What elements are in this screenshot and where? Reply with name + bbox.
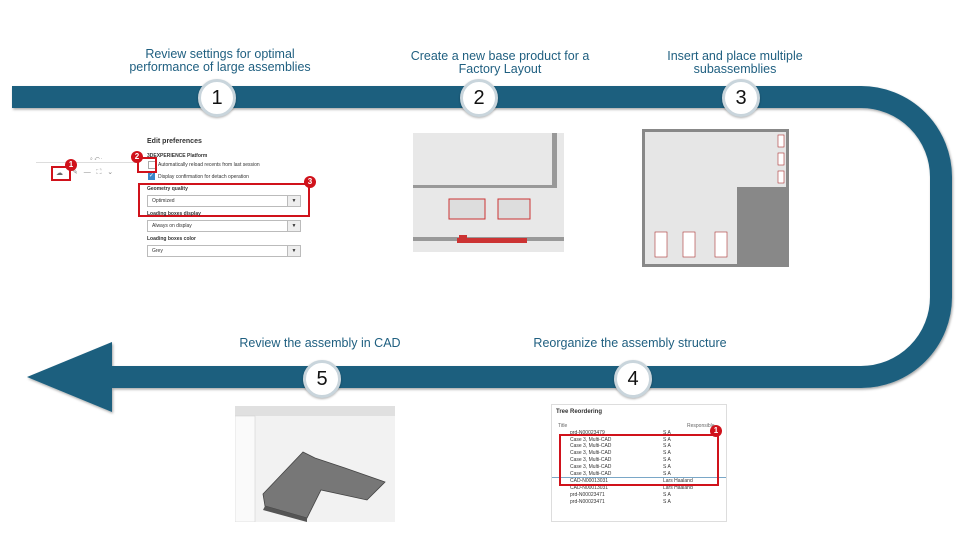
- table-row[interactable]: Case 3, Multi-CAD S A: [552, 471, 726, 479]
- row-responsible: S A: [663, 429, 671, 436]
- table-row[interactable]: prd-N00023479 S A: [552, 430, 726, 437]
- step-1-marker: 1: [198, 79, 236, 117]
- subassemblies-layout-screenshot: [642, 129, 789, 267]
- row-responsible: S A: [663, 463, 671, 470]
- detach-label: Display confirmation for detach operatio…: [158, 174, 249, 180]
- row-responsible: Lars Haaland: [663, 478, 693, 485]
- loading-display-select[interactable]: Always on display▼: [147, 220, 301, 232]
- row-title: prd-N00023471: [570, 491, 605, 498]
- table-row[interactable]: Case 3, Multi-CAD S A: [552, 443, 726, 450]
- callout-badge: 1: [710, 425, 722, 437]
- loading-display-label: Loading boxes display: [147, 211, 201, 217]
- row-title: Case 3, Multi-CAD: [570, 436, 612, 443]
- row-responsible: S A: [663, 470, 671, 477]
- callout-badge: 1: [65, 159, 77, 171]
- cad-review-screenshot: [235, 406, 395, 522]
- table-row[interactable]: Case 3, Multi-CAD S A: [552, 450, 726, 457]
- step-4-title: Reorganize the assembly structure: [533, 336, 727, 350]
- row-responsible: S A: [663, 450, 671, 457]
- callout-badge: 2: [131, 151, 143, 163]
- row-title: prd-N00023479: [570, 429, 605, 436]
- table-row[interactable]: CAD-N00013031 Lars Haaland: [552, 478, 726, 485]
- step-2-title: Create a new base product for a Factory …: [410, 49, 590, 76]
- step-3-marker: 3: [722, 79, 760, 117]
- table-row[interactable]: prd-N00023471 S A: [552, 492, 726, 499]
- row-responsible: S A: [663, 456, 671, 463]
- row-responsible: Lars Haaland: [663, 485, 693, 492]
- table-row[interactable]: Case 3, Multi-CAD S A: [552, 437, 726, 444]
- step-5-title: Review the assembly in CAD: [239, 336, 401, 350]
- step-4-marker: 4: [614, 360, 652, 398]
- loading-color-label: Loading boxes color: [147, 236, 196, 242]
- cloud-icon: ☁: [56, 170, 63, 177]
- table-row[interactable]: Case 3, Multi-CAD S A: [552, 457, 726, 464]
- row-responsible: S A: [663, 498, 671, 505]
- step-3-title: Insert and place multiple subassemblies: [667, 49, 803, 76]
- tree-heading: Tree Reordering: [556, 409, 603, 415]
- geometry-quality-select[interactable]: Optimized▼: [147, 195, 301, 207]
- column-responsible: Responsible: [687, 423, 715, 429]
- row-title: CAD-N00013031: [570, 478, 609, 485]
- table-row[interactable]: CAD-N00013031 Lars Haaland: [552, 485, 726, 492]
- toolbar-screenshot: ⌕ ↶ · ☁ ✎ — ⛶ ⌄ 1: [36, 155, 136, 185]
- row-title: prd-N00023471: [570, 498, 605, 505]
- row-title: CAD-N00013031: [570, 485, 609, 492]
- loading-color-select[interactable]: Grey▼: [147, 245, 301, 257]
- row-title: Case 3, Multi-CAD: [570, 456, 612, 463]
- detach-checkbox[interactable]: ✓: [148, 173, 155, 180]
- prefs-heading: Edit preferences: [147, 138, 202, 145]
- row-title: Case 3, Multi-CAD: [570, 443, 612, 450]
- callout-badge: 3: [304, 176, 316, 188]
- row-title: Case 3, Multi-CAD: [570, 450, 612, 457]
- tree-reordering-screenshot: Tree Reordering Title Responsible prd-N00…: [551, 404, 727, 522]
- reload-label: Automatically reload recents from last s…: [158, 162, 260, 168]
- table-row[interactable]: prd-N00023471 S A: [552, 499, 726, 506]
- geometry-label: Geometry quality: [147, 186, 188, 192]
- step-2-marker: 2: [460, 79, 498, 117]
- edit-preferences-screenshot: Edit preferences 3DEXPERIENCE Platform A…: [131, 135, 316, 257]
- factory-layout-screenshot: [413, 133, 564, 252]
- row-title: Case 3, Multi-CAD: [570, 470, 612, 477]
- step-1-title: Review settings for optimal performance …: [129, 47, 311, 74]
- row-responsible: S A: [663, 491, 671, 498]
- table-row[interactable]: Case 3, Multi-CAD S A: [552, 464, 726, 471]
- column-title: Title: [558, 423, 568, 429]
- step-5-marker: 5: [303, 360, 341, 398]
- prefs-section: 3DEXPERIENCE Platform: [147, 153, 208, 159]
- row-responsible: S A: [663, 436, 671, 443]
- row-responsible: S A: [663, 443, 671, 450]
- row-title: Case 3, Multi-CAD: [570, 463, 612, 470]
